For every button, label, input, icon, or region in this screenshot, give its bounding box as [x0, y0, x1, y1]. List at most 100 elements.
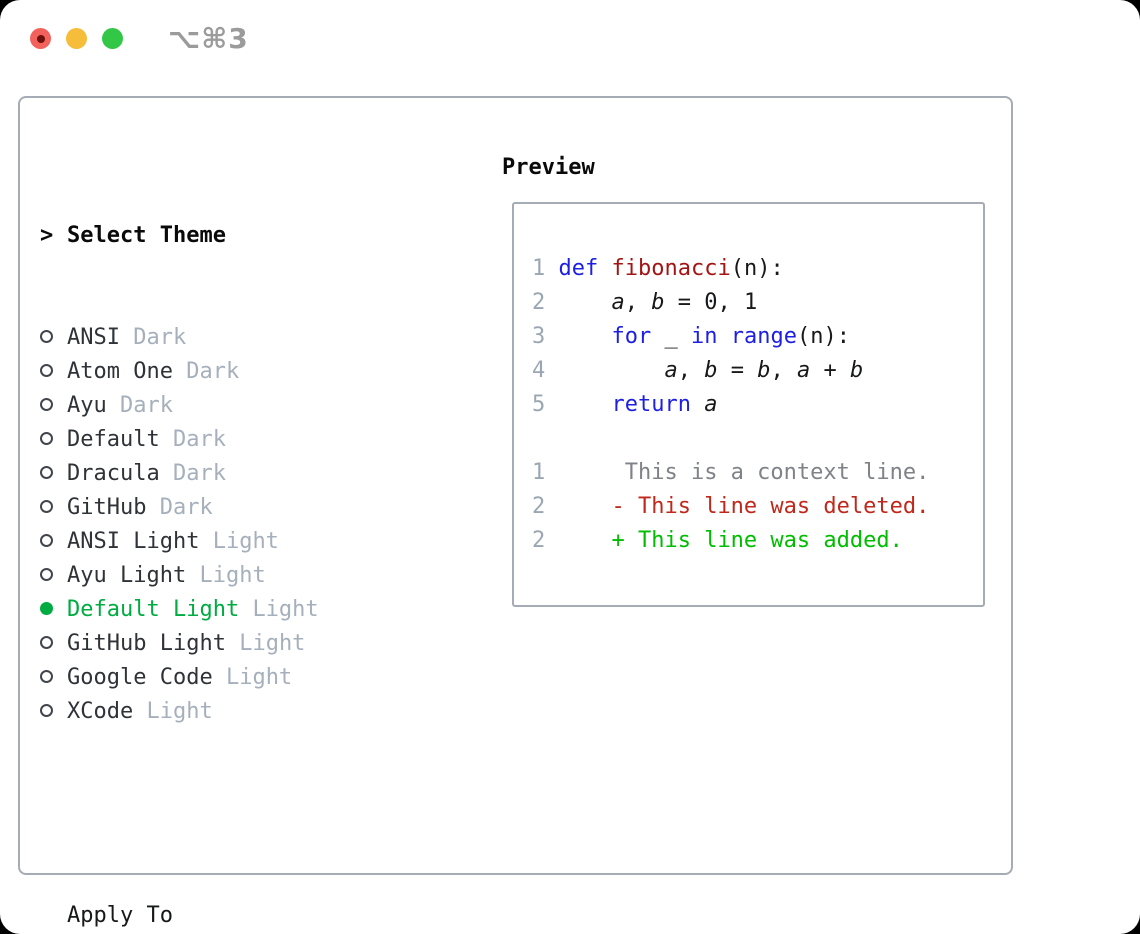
code-token [559, 392, 612, 417]
radio-icon [40, 355, 67, 389]
code-token [717, 324, 730, 349]
radio-icon [40, 491, 67, 525]
line-number: 2 [532, 494, 546, 519]
line-number: 4 [532, 358, 546, 383]
theme-option-google-code[interactable]: Google Code Light [40, 661, 411, 695]
radio-selected-icon [40, 593, 67, 627]
select-theme-header: > Select Theme [40, 219, 411, 253]
code-token: (n): [796, 324, 850, 349]
code-line: 3 for _ in range(n): [532, 320, 983, 354]
theme-name: GitHub [67, 495, 147, 520]
close-dot-icon [36, 34, 45, 43]
theme-variant: Light [252, 597, 319, 622]
theme-variant: Light [212, 529, 279, 554]
code-line: 2 - This line was deleted. [532, 490, 983, 524]
line-number: 1 [532, 256, 546, 281]
radio-icon [40, 695, 67, 729]
minimize-button[interactable] [66, 28, 87, 49]
code-token: return [611, 392, 691, 417]
theme-variant: Light [239, 631, 306, 656]
code-token: + [810, 358, 850, 383]
code-token: + This line was added. [558, 528, 903, 553]
code-token: b [704, 358, 718, 383]
code-token [691, 392, 704, 417]
line-number: 2 [532, 290, 546, 315]
theme-variant: Light [199, 563, 266, 588]
theme-variant: Dark [159, 495, 213, 520]
apply-to-header: Apply To [67, 903, 173, 928]
theme-name: XCode [67, 699, 134, 724]
line-number: 5 [532, 392, 546, 417]
maximize-button[interactable] [102, 28, 123, 49]
code-token: range [730, 324, 797, 349]
radio-icon [40, 559, 67, 593]
code-token: def [558, 256, 612, 281]
theme-variant: Dark [172, 461, 226, 486]
close-button[interactable] [30, 28, 51, 49]
radio-icon [40, 627, 67, 661]
code-token: b [849, 358, 864, 383]
line-number: 3 [532, 324, 546, 349]
theme-variant: Dark [133, 325, 187, 350]
radio-icon [40, 389, 67, 423]
code-line: 2 + This line was added. [532, 524, 983, 558]
radio-icon [40, 423, 67, 457]
theme-name: Default Light [67, 597, 240, 622]
preview-title: Preview [502, 155, 595, 180]
code-token: , [624, 290, 652, 315]
code-token: a [796, 358, 811, 383]
theme-option-xcode[interactable]: XCode Light [40, 695, 411, 729]
code-token: (n): [730, 256, 784, 281]
theme-variant: Dark [172, 427, 226, 452]
theme-option-ansi[interactable]: ANSI Dark [40, 321, 411, 355]
code-line [532, 422, 983, 456]
titlebar: ⌥⌘3 [0, 0, 1140, 70]
code-token: = 0, 1 [664, 290, 758, 315]
radio-icon [40, 661, 67, 695]
theme-option-ansi-light[interactable]: ANSI Light Light [40, 525, 411, 559]
theme-option-default[interactable]: Default Dark [40, 423, 411, 457]
theme-name: Atom One [67, 359, 173, 384]
code-token [559, 358, 665, 383]
radio-icon [40, 525, 67, 559]
theme-option-default-light[interactable]: Default Light Light [40, 593, 411, 627]
theme-option-atom-one[interactable]: Atom One Dark [40, 355, 411, 389]
code-token [559, 290, 612, 315]
code-token: _ [651, 324, 691, 349]
radio-icon [40, 321, 67, 355]
theme-variant: Light [146, 699, 213, 724]
theme-option-dracula[interactable]: Dracula Dark [40, 457, 411, 491]
theme-option-github-light[interactable]: GitHub Light Light [40, 627, 411, 661]
theme-name: Google Code [67, 665, 213, 690]
code-line: 1 This is a context line. [532, 456, 983, 490]
code-token: , [677, 358, 705, 383]
focus-caret-icon: > [40, 223, 54, 248]
select-theme-title: Select Theme [67, 223, 226, 248]
code-token: b [757, 358, 771, 383]
code-line: 2 a, b = 0, 1 [532, 286, 983, 320]
code-token: a [704, 392, 718, 417]
code-token: b [651, 290, 665, 315]
theme-name: Dracula [67, 461, 160, 486]
theme-option-github[interactable]: GitHub Dark [40, 491, 411, 525]
theme-option-ayu-light[interactable]: Ayu Light Light [40, 559, 411, 593]
code-token: = [717, 358, 758, 383]
code-line: 1 def fibonacci(n): [532, 252, 983, 286]
theme-name: ANSI Light [67, 529, 200, 554]
theme-variant: Dark [186, 359, 240, 384]
theme-variant: Dark [120, 393, 173, 418]
code-line: 5 return a [532, 388, 983, 422]
theme-variant: Light [225, 665, 293, 690]
code-token: a [664, 358, 678, 383]
code-line: 4 a, b = b, a + b [532, 354, 983, 388]
code-token: - This line was deleted. [558, 494, 930, 519]
theme-option-ayu[interactable]: Ayu Dark [40, 389, 411, 423]
line-number: 2 [532, 528, 546, 553]
code-token: fibonacci [611, 256, 731, 281]
